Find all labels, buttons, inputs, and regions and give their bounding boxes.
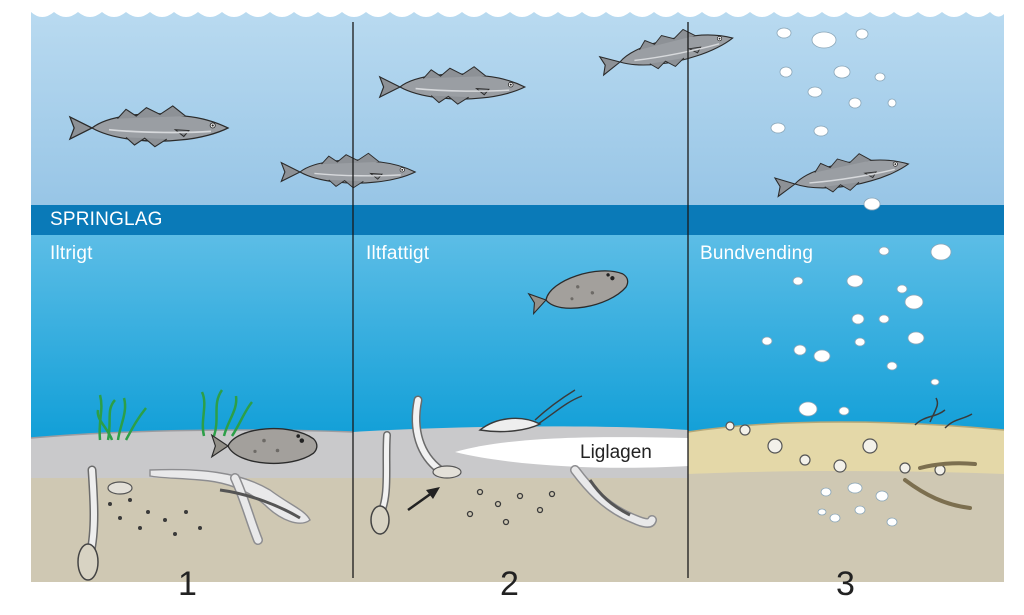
sediment-particles-panel1 xyxy=(108,498,202,536)
panel3-oxygen-label: Bundvending xyxy=(700,243,814,264)
panel1-oxygen-label: Iltrigt xyxy=(50,243,93,264)
dead-layer-label: Liglagen xyxy=(580,442,652,463)
panel2-number: 2 xyxy=(500,565,519,603)
panel3-debris xyxy=(725,421,946,476)
sediment-particles-panel2 xyxy=(466,488,556,526)
seaweed-right xyxy=(200,389,253,437)
springlag-label: SPRINGLAG xyxy=(50,209,163,230)
panel2-oxygen-label: Iltfattigt xyxy=(366,243,430,264)
dead-layer-patch xyxy=(455,437,688,468)
clam-panel2 xyxy=(370,505,390,535)
panel1-number: 1 xyxy=(178,565,197,603)
water-surface-waves xyxy=(31,0,1004,17)
bubbles-panel3 xyxy=(761,27,952,527)
panel3-turned-bottom xyxy=(688,422,1004,474)
springlag-band xyxy=(31,205,1004,235)
panel3-number: 3 xyxy=(836,565,855,603)
seaweed-left xyxy=(96,394,147,441)
worm-panel1 xyxy=(219,488,301,520)
worm-panel2 xyxy=(588,479,631,517)
shrimp-panel2 xyxy=(478,389,583,433)
clam-panel1 xyxy=(77,543,99,581)
bottom-worms-panel3 xyxy=(914,397,973,429)
